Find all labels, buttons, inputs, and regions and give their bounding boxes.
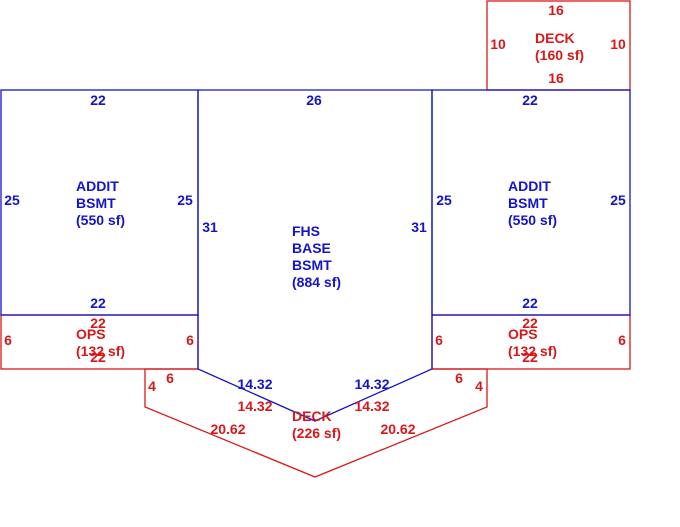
fhs-dim-diag-right: 14.32 <box>354 376 389 392</box>
addit-left-dim-bottom: 22 <box>90 295 106 311</box>
fhs-area: (884 sf) <box>292 274 341 290</box>
deck-bottom-dim-inner-right: 14.32 <box>354 398 389 414</box>
fhs-name-2: BASE <box>292 240 331 256</box>
deck-bottom-label: DECK <box>292 408 332 424</box>
deck-bottom-area: (226 sf) <box>292 425 341 441</box>
addit-left-dim-top: 22 <box>90 92 106 108</box>
fhs-dim-right: 31 <box>411 219 427 235</box>
addit-right-dim-top: 22 <box>522 92 538 108</box>
ops-left-dim-right: 6 <box>186 332 194 348</box>
deck-top-area: (160 sf) <box>535 47 584 63</box>
fhs-dim-diag-left: 14.32 <box>237 376 272 392</box>
addit-left-area: (550 sf) <box>76 212 125 228</box>
addit-right-dim-bottom: 22 <box>522 295 538 311</box>
deck-top-dim-top: 16 <box>548 2 564 18</box>
deck-bottom-dim-outer-right: 20.62 <box>380 421 415 437</box>
ops-right-area: (132 sf) <box>508 343 557 359</box>
ops-right-dim-bottom: 22 <box>522 349 538 365</box>
fhs-outline <box>197 89 433 422</box>
ops-right-label: OPS <box>508 326 538 342</box>
addit-left-dim-right: 25 <box>177 192 193 208</box>
addit-right-area: (550 sf) <box>508 212 557 228</box>
ops-left-dim-top: 22 <box>90 315 106 331</box>
ops-right-dim-top: 22 <box>522 315 538 331</box>
addit-right-name-1: ADDIT <box>508 178 551 194</box>
ops-left-dim-left: 6 <box>4 332 12 348</box>
deck-top-dim-bottom: 16 <box>548 70 564 86</box>
fhs-name-3: BSMT <box>292 257 332 273</box>
ops-right-dim-right: 6 <box>618 332 626 348</box>
addit-right-dim-left: 25 <box>436 192 452 208</box>
deck-bottom-dim-inner-left: 14.32 <box>237 398 272 414</box>
deck-bottom-dim-left-step: 6 <box>166 370 174 386</box>
ops-left-area: (132 sf) <box>76 343 125 359</box>
ops-left-dim-bottom: 22 <box>90 349 106 365</box>
deck-top-dim-left: 10 <box>490 36 506 52</box>
deck-bottom-dim-right-step: 6 <box>455 370 463 386</box>
addit-left-dim-left: 25 <box>4 192 20 208</box>
ops-right-dim-left: 6 <box>435 332 443 348</box>
addit-right-dim-right: 25 <box>610 192 626 208</box>
fhs-dim-left: 31 <box>202 219 218 235</box>
deck-bottom-dim-right-short: 4 <box>475 378 483 394</box>
deck-bottom-dim-left-short: 4 <box>148 378 156 394</box>
addit-left-name-1: ADDIT <box>76 178 119 194</box>
deck-top-label: DECK <box>535 30 575 46</box>
fhs-name-1: FHS <box>292 223 320 239</box>
deck-bottom-outline <box>144 368 488 478</box>
fhs-dim-top: 26 <box>306 92 322 108</box>
addit-right-name-2: BSMT <box>508 195 548 211</box>
addit-left-name-2: BSMT <box>76 195 116 211</box>
deck-bottom-dim-outer-left: 20.62 <box>210 421 245 437</box>
ops-left-label: OPS <box>76 326 106 342</box>
deck-top-dim-right: 10 <box>610 36 626 52</box>
